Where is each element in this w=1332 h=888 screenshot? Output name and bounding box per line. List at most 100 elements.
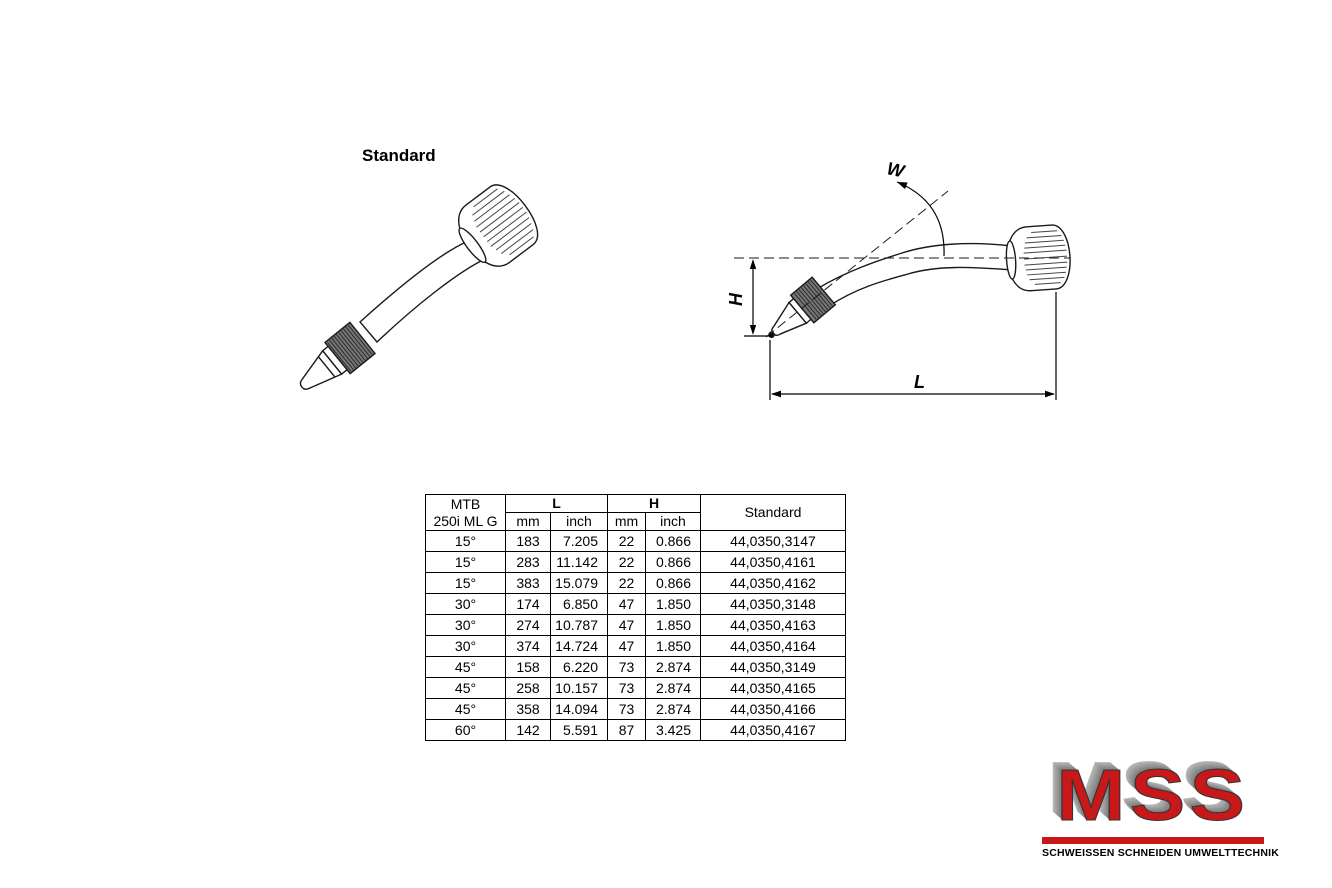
- cell-h-inch: 1.850: [645, 614, 701, 636]
- cell-angle: 15°: [425, 551, 506, 573]
- table-row: 45° 258 10.157 73 2.874 44,0350,4165: [425, 677, 846, 699]
- cell-l-inch: 11.142: [550, 551, 608, 573]
- cell-l-mm: 174: [505, 593, 551, 615]
- cell-h-inch: 1.850: [645, 635, 701, 657]
- mss-logo: MSS SCHWEISSEN SCHNEIDEN UMWELTTECHNIK: [1042, 756, 1280, 859]
- torch-body-drawing: [299, 184, 539, 390]
- cap-knurl-lines-2: [1023, 230, 1068, 285]
- col-header-h-mm: mm: [607, 512, 646, 531]
- angle-w-arc: [896, 181, 945, 257]
- bent-axis-centerline: [765, 190, 949, 338]
- torch-cap-group: [457, 184, 539, 267]
- l-arrowhead-left: [771, 390, 781, 398]
- mss-logo-tagline: SCHWEISSEN SCHNEIDEN UMWELTTECHNIK: [1042, 847, 1280, 859]
- torch-dimension-drawing: W H L: [726, 158, 1071, 400]
- cell-h-inch: 0.866: [645, 551, 701, 573]
- dimension-w-label: W: [885, 158, 908, 182]
- cell-standard: 44,0350,4162: [700, 572, 846, 594]
- cell-l-inch: 7.205: [550, 530, 608, 552]
- cell-h-inch: 0.866: [645, 530, 701, 552]
- cell-l-mm: 374: [505, 635, 551, 657]
- knurl-hatching: [327, 324, 373, 372]
- dimension-lines: [744, 181, 1057, 400]
- col-header-l-mm: mm: [505, 512, 551, 531]
- cell-h-inch: 2.874: [645, 677, 701, 699]
- cell-h-mm: 73: [607, 698, 646, 720]
- cell-h-inch: 2.874: [645, 698, 701, 720]
- torch-neck-tube: [359, 241, 483, 344]
- cell-h-inch: 0.866: [645, 572, 701, 594]
- cell-l-inch: 6.220: [550, 656, 608, 678]
- cell-h-mm: 73: [607, 656, 646, 678]
- cell-h-mm: 47: [607, 635, 646, 657]
- cell-l-mm: 283: [505, 551, 551, 573]
- table-row: 45° 358 14.094 73 2.874 44,0350,4166: [425, 698, 846, 720]
- cell-standard: 44,0350,4161: [700, 551, 846, 573]
- torch-body-drawing-2: [768, 224, 1071, 339]
- h-arrowhead-top: [749, 259, 757, 269]
- cell-l-mm: 274: [505, 614, 551, 636]
- spec-table-body: 15° 183 7.205 22 0.866 44,0350,3147 15° …: [425, 530, 846, 741]
- cell-angle: 45°: [425, 677, 506, 699]
- mss-logo-text: MSS: [1056, 756, 1250, 836]
- dimension-arrowheads: [749, 182, 1055, 398]
- table-row: 30° 374 14.724 47 1.850 44,0350,4164: [425, 635, 846, 657]
- cell-l-inch: 5.591: [550, 719, 608, 741]
- cell-angle: 30°: [425, 635, 506, 657]
- cell-h-mm: 47: [607, 593, 646, 615]
- h-arrowhead-bottom: [749, 325, 757, 335]
- cell-standard: 44,0350,4164: [700, 635, 846, 657]
- dimension-l-label: L: [914, 372, 925, 392]
- cell-l-inch: 15.079: [550, 572, 608, 594]
- table-row: 45° 158 6.220 73 2.874 44,0350,3149: [425, 656, 846, 678]
- spec-table: MTB 250i ML G L H Standard mm inch mm in…: [425, 494, 846, 741]
- table-row: 30° 174 6.850 47 1.850 44,0350,3148: [425, 593, 846, 615]
- col-header-h-group: H: [607, 494, 701, 513]
- col-header-l-group: L: [505, 494, 608, 513]
- table-row: 15° 283 11.142 22 0.866 44,0350,4161: [425, 551, 846, 573]
- torch-nozzle-group: [299, 321, 377, 390]
- cell-h-mm: 87: [607, 719, 646, 741]
- cell-angle: 45°: [425, 656, 506, 678]
- cell-h-mm: 22: [607, 530, 646, 552]
- cell-h-inch: 1.850: [645, 593, 701, 615]
- cell-angle: 30°: [425, 614, 506, 636]
- cell-angle: 15°: [425, 530, 506, 552]
- centerlines: [734, 190, 1070, 338]
- col-header-model: MTB 250i ML G: [425, 494, 506, 531]
- cell-standard: 44,0350,4166: [700, 698, 846, 720]
- cap-knurl-lines: [472, 188, 534, 256]
- nozzle-cone: [299, 349, 343, 390]
- cell-l-mm: 158: [505, 656, 551, 678]
- cell-l-inch: 6.850: [550, 593, 608, 615]
- spec-table-header: MTB 250i ML G L H Standard mm inch mm in…: [425, 494, 846, 531]
- cell-l-mm: 183: [505, 530, 551, 552]
- col-header-h-inch: inch: [645, 512, 701, 531]
- table-row: 60° 142 5.591 87 3.425 44,0350,4167: [425, 719, 846, 741]
- cell-l-inch: 10.157: [550, 677, 608, 699]
- dimension-h-label: H: [726, 292, 746, 306]
- cone-seam: [317, 356, 336, 378]
- cap-base-ring: [458, 227, 487, 264]
- l-arrowhead-right: [1045, 390, 1055, 398]
- cell-standard: 44,0350,4165: [700, 677, 846, 699]
- mss-logo-underline: [1042, 837, 1264, 844]
- cell-l-inch: 14.724: [550, 635, 608, 657]
- cell-h-mm: 22: [607, 551, 646, 573]
- cell-standard: 44,0350,3149: [700, 656, 846, 678]
- model-variant: 250i ML G: [433, 512, 498, 529]
- cell-angle: 30°: [425, 593, 506, 615]
- cell-l-mm: 258: [505, 677, 551, 699]
- cell-h-inch: 2.874: [645, 656, 701, 678]
- cell-angle: 45°: [425, 698, 506, 720]
- cell-h-mm: 47: [607, 614, 646, 636]
- cell-l-mm: 383: [505, 572, 551, 594]
- model-name: MTB: [450, 495, 481, 512]
- torch-standard-illustration: [299, 184, 539, 390]
- cell-standard: 44,0350,4167: [700, 719, 846, 741]
- cell-h-mm: 22: [607, 572, 646, 594]
- cell-standard: 44,0350,3148: [700, 593, 846, 615]
- col-header-standard: Standard: [700, 494, 846, 531]
- cell-angle: 15°: [425, 572, 506, 594]
